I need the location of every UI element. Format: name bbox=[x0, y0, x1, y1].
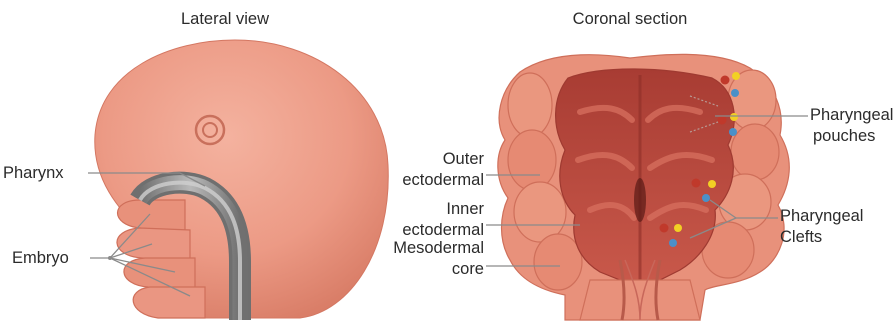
svg-text:Clefts: Clefts bbox=[780, 228, 822, 246]
svg-text:Inner: Inner bbox=[446, 200, 484, 218]
embryo-label: Embryo bbox=[12, 249, 69, 267]
inner-ectodermal-label: Inner ectodermal bbox=[402, 200, 484, 239]
svg-text:Outer: Outer bbox=[443, 150, 485, 168]
svg-text:ectodermal: ectodermal bbox=[402, 221, 484, 239]
lateral-view-title: Lateral view bbox=[181, 10, 269, 28]
pharyngeal-pouches-label: Pharyngeal pouches bbox=[810, 106, 893, 145]
coronal-section-drawing bbox=[498, 54, 789, 320]
svg-text:ectodermal: ectodermal bbox=[402, 171, 484, 189]
coronal-section-title: Coronal section bbox=[573, 10, 688, 28]
svg-text:core: core bbox=[452, 260, 484, 278]
svg-text:pouches: pouches bbox=[813, 127, 875, 145]
pharyngeal-clefts-label: Pharyngeal Clefts bbox=[780, 207, 863, 246]
svg-text:Mesodermal: Mesodermal bbox=[393, 239, 484, 257]
outer-ectodermal-label: Outer ectodermal bbox=[402, 150, 484, 189]
mesodermal-core-label: Mesodermal core bbox=[393, 239, 484, 278]
svg-text:Pharyngeal: Pharyngeal bbox=[780, 207, 863, 225]
svg-text:Pharyngeal: Pharyngeal bbox=[810, 106, 893, 124]
lateral-embryo-head bbox=[95, 40, 388, 320]
pharynx-label: Pharynx bbox=[3, 164, 64, 182]
